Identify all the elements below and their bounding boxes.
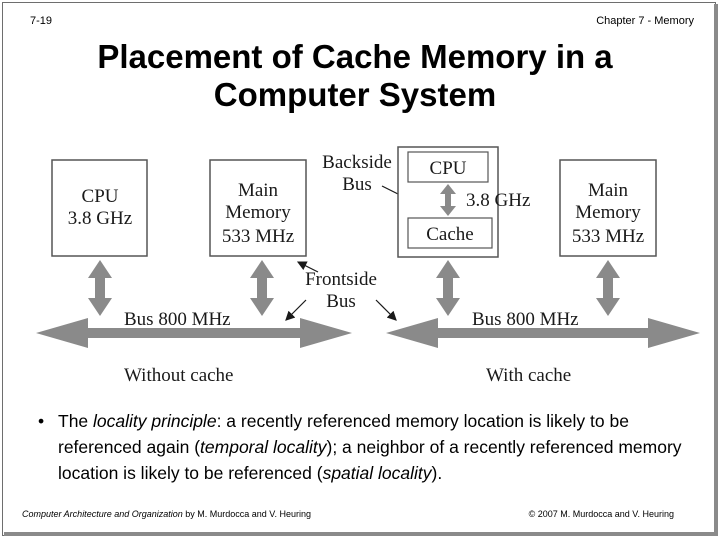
memory-bus-connector-right bbox=[596, 260, 620, 316]
frontside-pointer-up bbox=[296, 261, 319, 273]
caption-without-cache: Without cache bbox=[124, 365, 234, 386]
memory-label-left-2: Memory bbox=[225, 202, 291, 223]
cpu-label-left: CPU bbox=[82, 186, 119, 207]
term-spatial-locality: spatial locality bbox=[322, 463, 432, 483]
footer-book-credit: Computer Architecture and Organization b… bbox=[22, 509, 311, 519]
page-title: Placement of Cache Memory in a Computer … bbox=[40, 38, 670, 114]
memory-bus-connector-left bbox=[250, 260, 274, 316]
frame-shadow-right bbox=[714, 4, 718, 536]
footer-copyright: © 2007 M. Murdocca and V. Heuring bbox=[528, 509, 674, 519]
bullet-icon: • bbox=[38, 411, 45, 431]
frontside-pointer-left bbox=[285, 299, 307, 321]
frame-shadow-bottom bbox=[4, 532, 716, 536]
title-line-1: Placement of Cache Memory in a bbox=[97, 38, 613, 75]
bus-arrow-left bbox=[36, 318, 352, 348]
slide-number: 7-19 bbox=[30, 15, 53, 27]
frontside-label-1: Frontside bbox=[305, 269, 377, 290]
footer-book-title: Computer Architecture and Organization bbox=[22, 509, 183, 519]
backside-label-2: Bus bbox=[342, 174, 372, 195]
memory-speed-left: 533 MHz bbox=[222, 226, 294, 247]
memory-speed-right: 533 MHz bbox=[572, 226, 644, 247]
bus-label-right: Bus 800 MHz bbox=[472, 309, 579, 330]
term-locality-principle: locality principle bbox=[93, 411, 217, 431]
cache-placement-diagram: CPU 3.8 GHz Main Memory 533 MHz Bus 800 … bbox=[36, 146, 700, 386]
cpu-cache-connector bbox=[440, 184, 456, 216]
bullet-part-3: ); a neighbor of a recently referenced m… bbox=[58, 437, 682, 483]
cpu-label-right: CPU bbox=[430, 158, 467, 179]
bullet-part-2: : a recently referenced memory location … bbox=[58, 411, 629, 457]
locality-bullet: • The locality principle: a recently ref… bbox=[38, 408, 698, 486]
cpu-box-left bbox=[51, 159, 148, 257]
memory-label-right-1: Main bbox=[588, 180, 629, 201]
cpu-core-box bbox=[407, 151, 489, 183]
bus-label-left: Bus 800 MHz bbox=[124, 309, 231, 330]
bus-arrow-right bbox=[386, 318, 700, 348]
without-cache-diagram: CPU 3.8 GHz Main Memory 533 MHz Bus 800 … bbox=[36, 159, 352, 386]
cpu-speed-right: 3.8 GHz bbox=[466, 190, 530, 211]
frontside-label-2: Bus bbox=[326, 291, 356, 312]
frontside-bus-annotation: Frontside Bus bbox=[285, 261, 397, 321]
footer-authors: by M. Murdocca and V. Heuring bbox=[182, 509, 311, 519]
frontside-pointer-right bbox=[375, 299, 397, 321]
cpu-speed-left: 3.8 GHz bbox=[68, 208, 132, 229]
memory-label-left-1: Main bbox=[238, 180, 279, 201]
backside-label-1: Backside bbox=[322, 152, 392, 173]
caption-with-cache: With cache bbox=[486, 365, 571, 386]
main-memory-box-left bbox=[209, 159, 307, 257]
cache-label: Cache bbox=[426, 224, 473, 245]
title-line-2: Computer System bbox=[213, 76, 497, 113]
memory-label-right-2: Memory bbox=[575, 202, 641, 223]
cpu-bus-connector-left bbox=[88, 260, 112, 316]
bullet-text: The locality principle: a recently refer… bbox=[38, 408, 698, 486]
main-memory-box-right bbox=[559, 159, 657, 257]
bullet-part-1: The bbox=[58, 411, 94, 431]
with-cache-diagram: Backside Bus CPU 3.8 GHz Cache Main Memo… bbox=[322, 146, 700, 386]
cache-box bbox=[407, 217, 493, 249]
chapter-label: Chapter 7 - Memory bbox=[596, 15, 694, 27]
bullet-part-4: ). bbox=[431, 463, 443, 483]
cpu-bus-connector-right bbox=[436, 260, 460, 316]
term-temporal-locality: temporal locality bbox=[200, 437, 327, 457]
